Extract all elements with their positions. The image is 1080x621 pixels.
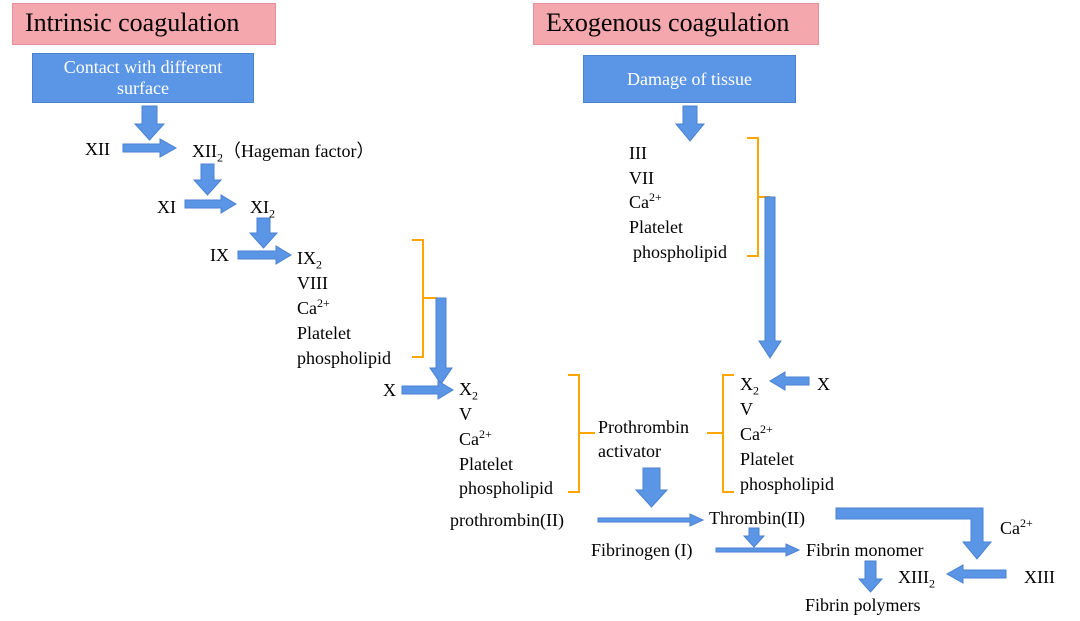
label-x2-intrinsic: X2 [459, 379, 478, 402]
label-fibrin-polymers: Fibrin polymers [805, 595, 921, 615]
label-xii2-sub: 2 [217, 150, 223, 165]
label-vii: VII [629, 168, 654, 188]
arrow-right-fibrinogen [715, 543, 801, 557]
label-ca-exogenous-1-main: Ca [629, 192, 649, 212]
label-xi2-main: XI [250, 197, 269, 217]
label-ca-exogenous-2-main: Ca [740, 424, 760, 444]
label-prothrombin: prothrombin(II) [450, 510, 564, 530]
bracket-intrinsic-1 [412, 239, 437, 358]
contact-box-text: Contact with different surface [63, 57, 223, 98]
arrow-down-damage [674, 105, 706, 142]
label-platelet-exogenous-2: Platelet [740, 449, 794, 469]
label-platelet-intrinsic-1: Platelet [297, 323, 351, 343]
arrow-left-x-exogenous [769, 371, 810, 391]
label-thrombin: Thrombin(II) [709, 508, 805, 528]
label-phospholipid-exogenous-2: phospholipid [740, 474, 835, 494]
arrow-down-xii2 [192, 163, 223, 196]
label-x-exogenous: X [817, 374, 830, 394]
label-platelet-exogenous-1: Platelet [629, 217, 683, 237]
label-ca-intrinsic-1-sup: 2+ [317, 296, 330, 310]
label-xi2-sub: 2 [269, 206, 275, 221]
label-xiii2-main: XIII [898, 567, 929, 587]
label-ix2-sub: 2 [316, 257, 322, 272]
label-ca-intrinsic-2: Ca2+ [459, 427, 492, 449]
arrow-down-xi2 [248, 217, 279, 249]
label-ca-exogenous-2-sup: 2+ [760, 422, 773, 436]
label-ca-intrinsic-2-main: Ca [459, 429, 479, 449]
label-ca-intrinsic-1-main: Ca [297, 298, 317, 318]
arrow-right-xii [122, 138, 178, 158]
label-prothrombin-activator-1: Prothrombin [598, 417, 690, 437]
label-v-intrinsic: V [459, 404, 472, 424]
label-ca-exogenous-2: Ca2+ [740, 422, 773, 444]
label-xiii: XIII [1024, 567, 1055, 587]
label-xii2: XII2（Hageman factor） [192, 141, 375, 164]
exogenous-title: Exogenous coagulation [533, 3, 819, 45]
exogenous-title-text: Exogenous coagulation [546, 8, 790, 37]
arrow-down-activator [634, 467, 669, 508]
label-ca-intrinsic-1: Ca2+ [297, 296, 330, 318]
label-prothrombin-activator-2: activator [598, 441, 661, 461]
label-ix2-main: IX [297, 248, 316, 268]
arrow-left-xiii [945, 564, 1007, 584]
arrow-down-monomer [857, 560, 884, 593]
arrow-right-prothrombin [597, 513, 705, 527]
label-ix2: IX2 [297, 248, 322, 271]
label-phospholipid-intrinsic-2: phospholipid [459, 478, 554, 498]
arrow-down-contact [133, 105, 166, 141]
label-viii: VIII [297, 273, 328, 293]
label-ca-exogenous-1-sup: 2+ [649, 190, 662, 204]
bracket-common-left [568, 374, 595, 493]
damage-box-text: Damage of tissue [627, 68, 752, 89]
label-x-intrinsic: X [383, 380, 396, 400]
label-platelet-intrinsic-2: Platelet [459, 454, 513, 474]
label-x2-intrinsic-sub: 2 [472, 388, 478, 403]
damage-box: Damage of tissue [583, 55, 796, 103]
label-x2-exogenous-sub: 2 [753, 383, 759, 398]
label-xiii2: XIII2 [898, 567, 935, 590]
label-phospholipid-exogenous-1: phospholipid [633, 242, 728, 262]
arrow-thrombin-to-xiii2 [835, 507, 993, 560]
arrow-right-ix [237, 245, 292, 265]
label-fibrinogen: Fibrinogen (I) [591, 540, 693, 560]
label-x2-intrinsic-main: X [459, 379, 472, 399]
label-ca-common: Ca2+ [1000, 516, 1033, 538]
label-iii: III [629, 143, 647, 163]
label-xii: XII [85, 139, 110, 159]
label-ca-intrinsic-2-sup: 2+ [479, 427, 492, 441]
label-hageman: （Hageman factor） [223, 141, 375, 161]
label-x2-exogenous: X2 [740, 374, 759, 397]
arrow-down-thrombin [742, 527, 766, 548]
label-fibrin-monomer: Fibrin monomer [806, 540, 924, 560]
label-phospholipid-intrinsic-1: phospholipid [297, 348, 392, 368]
arrow-down-intrinsic-x2 [429, 297, 453, 385]
bracket-common-right [707, 374, 734, 493]
label-ix: IX [210, 245, 229, 265]
label-ca-common-main: Ca [1000, 518, 1020, 538]
label-xii2-main: XII [192, 141, 217, 161]
label-xi2: XI2 [250, 197, 275, 220]
label-v-exogenous: V [740, 399, 753, 419]
intrinsic-title-text: Intrinsic coagulation [25, 8, 240, 37]
label-xiii2-sub: 2 [928, 576, 935, 591]
arrow-right-xi [184, 194, 237, 214]
intrinsic-title: Intrinsic coagulation [12, 3, 276, 45]
label-ca-common-sup: 2+ [1020, 516, 1033, 530]
contact-box: Contact with different surface [32, 53, 254, 103]
label-ca-exogenous-1: Ca2+ [629, 190, 662, 212]
arrow-right-x-intrinsic [401, 380, 454, 400]
arrow-down-exogenous-x2 [758, 196, 782, 359]
label-x2-exogenous-main: X [740, 374, 753, 394]
label-xi: XI [157, 197, 176, 217]
